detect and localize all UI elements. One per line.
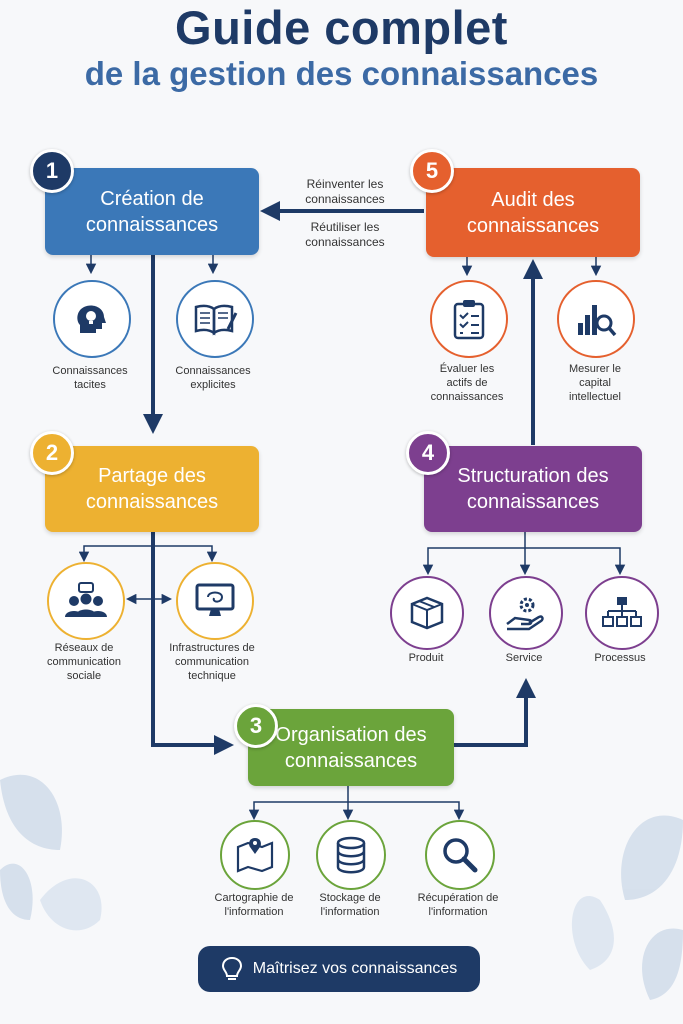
monitor-icon xyxy=(195,583,235,616)
service-circle xyxy=(489,576,563,650)
chart-magnifier-icon xyxy=(578,305,617,337)
step-2-label: Partage des connaissances xyxy=(85,465,219,513)
step-5-box: Audit des connaissances xyxy=(426,168,640,257)
cartography-circle xyxy=(220,820,290,890)
step-2-badge: 2 xyxy=(30,431,74,475)
evaluate-assets-circle xyxy=(430,280,508,358)
storage-circle xyxy=(316,820,386,890)
head-lightbulb-icon xyxy=(77,305,106,333)
product-circle xyxy=(390,576,464,650)
leaf-decoration-right xyxy=(571,815,683,1000)
explicit-knowledge-circle xyxy=(176,280,254,358)
process-circle xyxy=(585,576,659,650)
hierarchy-icon xyxy=(602,597,642,627)
lightbulb-icon xyxy=(221,956,242,980)
leaf-decoration-left xyxy=(0,774,102,931)
magnifier-icon xyxy=(443,838,478,873)
evaluate-assets-caption: Évaluer les actifs de connaissances xyxy=(430,363,504,403)
storage-caption: Stockage de l'information xyxy=(319,892,381,918)
footer-label: Maîtrisez vos connaissances xyxy=(252,960,458,977)
step-3-badge: 3 xyxy=(234,704,278,748)
step-1-label: Création de connaissances xyxy=(85,187,219,236)
step-2-box: Partage des connaissances xyxy=(45,446,259,532)
feedback-label-reuse: Réutiliser les connaissances xyxy=(305,220,385,249)
step-1-box: Création de connaissances xyxy=(45,168,259,255)
cartography-caption: Cartographie de l'information xyxy=(214,892,294,918)
product-caption: Produit xyxy=(408,652,444,664)
step-3-label: Organisation des connaissances xyxy=(275,723,427,772)
footer-banner: Maîtrisez vos connaissances xyxy=(198,946,480,992)
step-4-box: Structuration des connaissances xyxy=(424,446,642,532)
social-networks-circle xyxy=(47,562,125,640)
map-icon xyxy=(236,838,274,873)
social-networks-caption: Réseaux de communication sociale xyxy=(47,642,121,682)
measure-capital-circle xyxy=(557,280,635,358)
tacit-knowledge-circle xyxy=(53,280,131,358)
step-3-box: Organisation des connaissances xyxy=(248,709,454,786)
explicit-knowledge-caption: Connaissances explicites xyxy=(175,365,251,391)
tacit-knowledge-caption: Connaissances tacites xyxy=(52,365,128,391)
arrow-3-to-4 xyxy=(454,678,536,747)
box-icon xyxy=(410,596,444,630)
database-icon xyxy=(336,836,366,874)
open-book-icon xyxy=(194,304,238,336)
retrieval-caption: Récupération de l'information xyxy=(417,892,499,918)
process-caption: Processus xyxy=(594,652,646,664)
hand-gear-icon xyxy=(506,597,544,631)
retrieval-circle xyxy=(425,820,495,890)
page-subtitle: de la gestion des connaissances xyxy=(84,55,599,92)
technical-infra-caption: Infrastructures de communication techniq… xyxy=(169,642,255,682)
page-title: Guide complet xyxy=(175,1,508,54)
step-5-badge: 5 xyxy=(410,149,454,193)
step-5-label: Audit des connaissances xyxy=(466,188,600,237)
step-4-label: Structuration des connaissances xyxy=(457,465,609,513)
people-chat-icon xyxy=(65,582,107,617)
step-4-badge: 4 xyxy=(406,431,450,475)
measure-capital-caption: Mesurer le capital intellectuel xyxy=(569,363,621,403)
service-caption: Service xyxy=(505,652,543,664)
technical-infra-circle xyxy=(176,562,254,640)
feedback-label-reinvent: Réinventer les connaissances xyxy=(305,177,385,206)
clipboard-checklist-icon xyxy=(453,300,485,340)
step-1-badge: 1 xyxy=(30,149,74,193)
